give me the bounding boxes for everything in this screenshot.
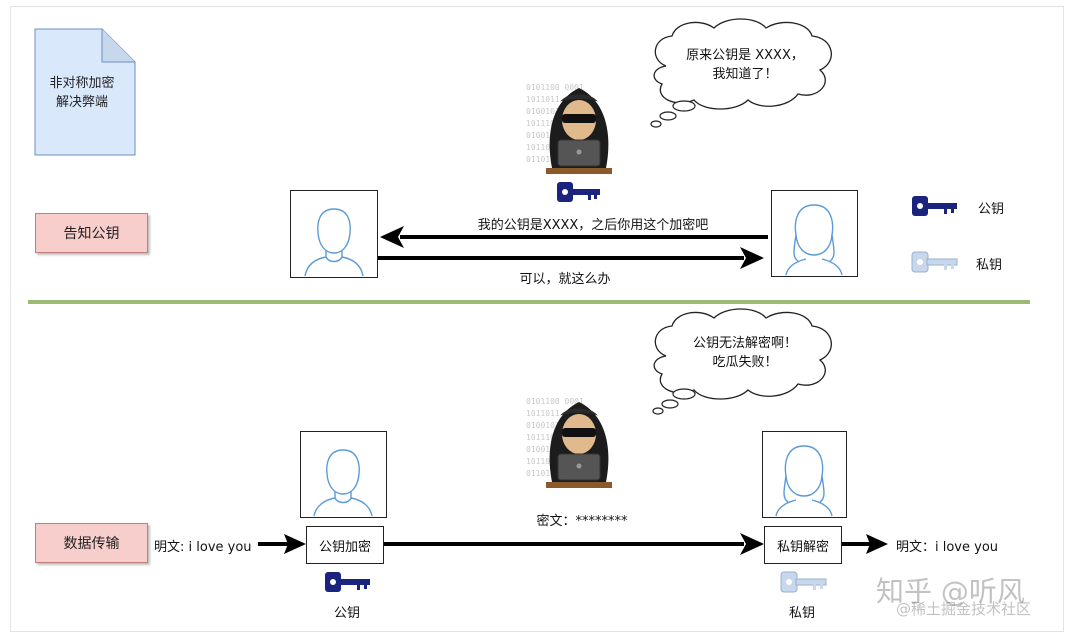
note-document-shape — [34, 28, 136, 156]
plaintext-output-label: 明文：i love you — [896, 540, 999, 555]
note-text: 非对称加密 解决弊端 — [34, 74, 130, 112]
decrypt-box: 私钥解密 — [764, 526, 842, 564]
svg-text:1011011 0110: 1011011 0110 — [526, 409, 584, 418]
note-line-2: 解决弊端 — [55, 95, 108, 110]
hacker-thought-bottom: 公钥无法解密啊！ 吃瓜失败！ — [670, 334, 820, 372]
plaintext-input-label: 明文: i love you — [154, 540, 252, 555]
sender-avatar-bottom — [300, 431, 387, 518]
decrypt-private-key-icon — [780, 571, 827, 593]
svg-text:0100101 1101: 0100101 1101 — [526, 107, 584, 116]
encrypt-box: 公钥加密 — [306, 526, 384, 564]
hacker-thought-top-line-1: 原来公钥是 XXXX， — [686, 48, 804, 63]
thought-bubble-bottom — [652, 308, 832, 415]
hacker-thought-top: 原来公钥是 XXXX， 我知道了！ — [670, 46, 820, 84]
hacker-thought-bottom-line-1: 公钥无法解密啊！ — [692, 336, 797, 351]
female-user-icon — [785, 204, 843, 276]
hacker-thought-bottom-line-2: 吃瓜失败！ — [712, 355, 778, 370]
svg-text:0101100 0001: 0101100 0001 — [526, 397, 584, 406]
thought-bubble-top — [650, 18, 832, 128]
legend-public-key-icon — [912, 196, 957, 216]
watermark-main: 知乎 @听风 — [876, 575, 1025, 608]
svg-text:0100101 1101: 0100101 1101 — [526, 421, 584, 430]
step-label-announce-key: 告知公钥 — [35, 213, 148, 253]
svg-text:0101100 0001: 0101100 0001 — [526, 83, 584, 92]
female-user-icon — [775, 445, 833, 517]
receiver-avatar — [771, 190, 858, 277]
section-divider — [28, 300, 1030, 304]
diagram-canvas — [10, 6, 1064, 632]
male-user-icon — [304, 208, 364, 277]
male-user-icon — [313, 449, 373, 517]
receiver-avatar-bottom — [762, 431, 847, 518]
decrypt-key-label: 私钥 — [788, 606, 816, 621]
data-flow-arrows — [258, 533, 888, 555]
legend-private-key-icon — [911, 251, 958, 273]
legend-public-key-label: 公钥 — [978, 202, 1005, 217]
hacker-thought-top-line-2: 我知道了！ — [712, 67, 778, 82]
step-label-data-transfer: 数据传输 — [35, 523, 148, 563]
encrypt-key-label: 公钥 — [333, 606, 361, 621]
ciphertext-label: 密文：******** — [536, 514, 628, 529]
legend-private-key-label: 私钥 — [976, 258, 1003, 273]
note-line-1: 非对称加密 — [49, 76, 115, 91]
sender-avatar — [290, 190, 378, 278]
public-key-icon — [557, 182, 600, 202]
message-arrows-top — [378, 226, 768, 269]
message-right-label: 可以，就这么办 — [519, 272, 611, 287]
encrypt-public-key-icon — [325, 572, 370, 592]
watermark-sub: @稀土掘金技术社区 — [896, 600, 1032, 618]
message-left-label: 我的公钥是XXXX，之后你用这个加密吧 — [477, 218, 709, 233]
svg-text:1011011 0110: 1011011 0110 — [526, 95, 584, 104]
